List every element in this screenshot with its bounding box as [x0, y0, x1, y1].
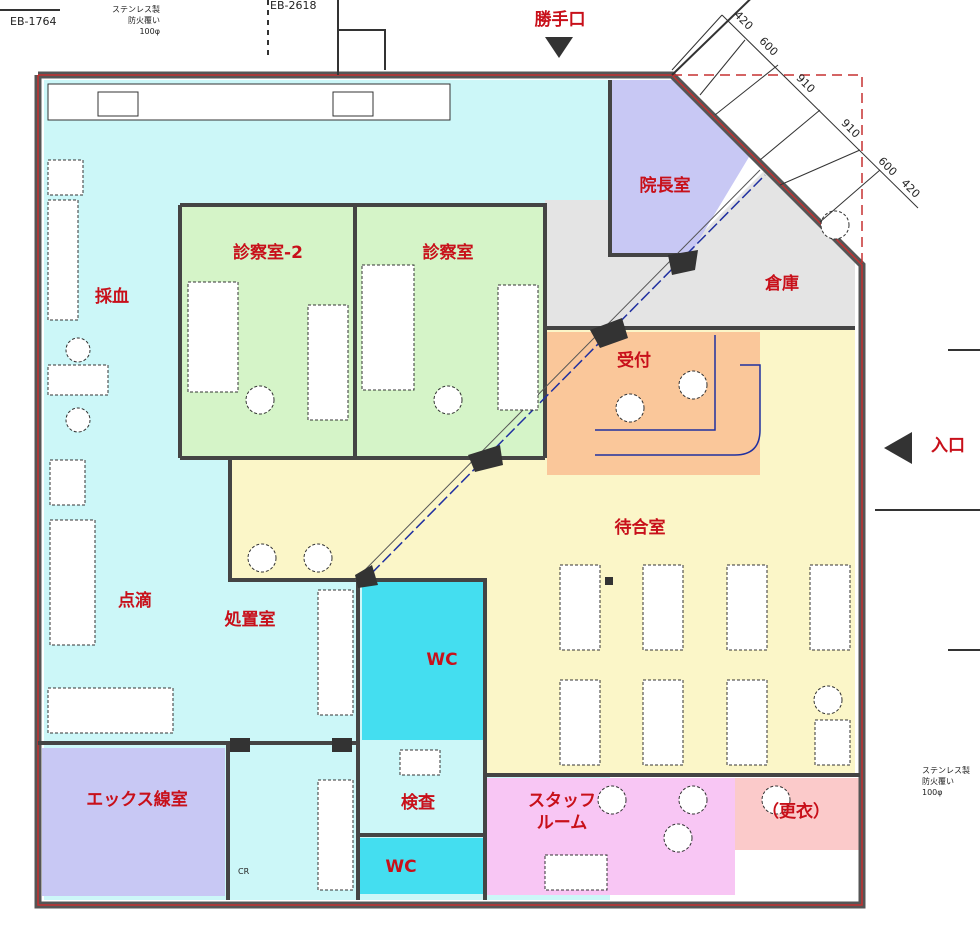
room-label-changing: （更衣）: [762, 802, 830, 822]
room-label-blood-draw: 採血: [95, 287, 129, 307]
room-label-storage: 倉庫: [765, 274, 799, 294]
room-label-iv-drip: 点滴: [118, 591, 152, 611]
room-label-director: 院長室: [639, 176, 691, 196]
furniture: [47, 159, 851, 891]
back-door-arrow-icon: [545, 37, 573, 58]
eb-2618-label: EB-2618: [270, 0, 317, 12]
eb-1764-label: EB-1764: [10, 15, 57, 28]
entrance-label: 入口: [931, 436, 965, 456]
entrance-arrow-icon: [884, 432, 912, 464]
room-label-reception: 受付: [617, 351, 651, 371]
reception-fill: [547, 332, 760, 475]
room-label-xray: エックス線室: [86, 790, 188, 810]
room-label-lab: 検査: [401, 793, 435, 813]
room-label-exam-room-2: 診察室-2: [233, 243, 303, 263]
back-door-label: 勝手口: [534, 10, 586, 30]
wc-small-fill: [360, 838, 484, 894]
storage-fill: [545, 170, 855, 328]
room-label-waiting: 待合室: [614, 518, 666, 538]
room-label-staff-room: スタッフ ルーム: [528, 791, 596, 833]
room-label-treatment: 処置室: [224, 610, 276, 630]
stainless-note-top: ステンレス製 防火覆い 100φ: [112, 5, 160, 36]
cr-label: CR: [238, 867, 250, 876]
wc-fill: [362, 582, 483, 740]
room-label-wc: WC: [426, 650, 458, 670]
changing-room-fill: [735, 778, 859, 850]
stainless-note-right: ステンレス製 防火覆い 100φ: [922, 766, 970, 797]
room-label-exam-room: 診察室: [422, 243, 474, 263]
room-label-wc-small: WC: [385, 857, 417, 877]
xray-room-fill: [42, 748, 225, 896]
